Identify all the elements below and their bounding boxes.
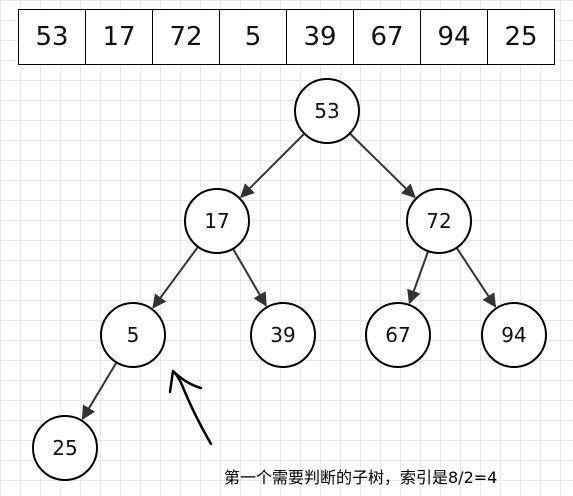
array-cell: 94: [421, 10, 488, 64]
array-cell: 17: [86, 10, 153, 64]
array-cell: 72: [153, 10, 220, 64]
array-cell: 53: [19, 10, 86, 64]
tree-node: 72: [406, 188, 472, 254]
tree-node: 17: [184, 188, 250, 254]
tree-edge-arrow: [407, 251, 429, 305]
array-cell: 67: [354, 10, 421, 64]
tree-edge-arrow: [152, 246, 199, 309]
tree-node: 5: [100, 302, 166, 368]
tree-edges: [81, 133, 497, 421]
tree-edge-arrow: [232, 249, 267, 307]
tree-edge-arrow: [81, 362, 117, 421]
tree-node: 53: [294, 78, 360, 144]
tree-node: 67: [365, 302, 431, 368]
tree-node: 94: [481, 302, 547, 368]
tree-edge-arrow: [349, 133, 416, 199]
array-cell: 25: [488, 10, 554, 64]
tree-node: 39: [250, 302, 316, 368]
tree-edge-arrow: [456, 248, 497, 308]
tree-edge-arrow: [240, 133, 305, 198]
tree-node: 25: [32, 415, 98, 481]
array-cell: 39: [287, 10, 354, 64]
hand-drawn-pointer-arrow: [168, 369, 213, 446]
caption-text: 第一个需要判断的子树，索引是8/2=4: [224, 468, 498, 487]
array-row: 53 17 72 5 39 67 94 25: [18, 9, 555, 65]
array-cell: 5: [220, 10, 287, 64]
